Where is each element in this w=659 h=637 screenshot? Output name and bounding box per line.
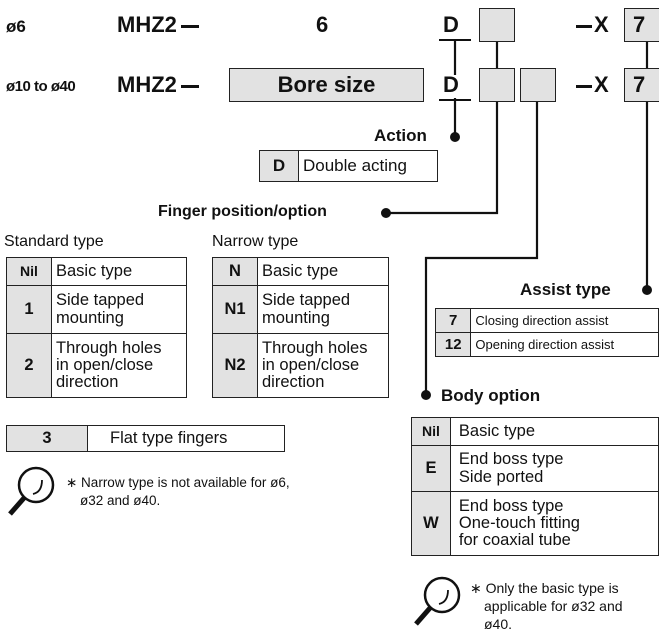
size-label-6: ø6 — [6, 17, 26, 36]
narrow-type-title: Narrow type — [212, 233, 299, 250]
action-code: D — [443, 72, 459, 97]
magnifier-icon — [8, 466, 55, 516]
body-option-note: ∗ Only the basic type is applicable for … — [470, 580, 623, 632]
assist-code-box: 7 — [624, 68, 659, 102]
model-code: MHZ2 — [117, 72, 199, 98]
body-option-title: Body option — [441, 386, 541, 405]
assist-code-box: 7 — [624, 8, 659, 42]
action-desc-cell: Double acting — [298, 150, 438, 182]
narrow-type-note: ∗ Narrow type is not available for ø6, ø… — [66, 475, 290, 508]
action-code: D — [443, 12, 459, 37]
finger-code-box — [479, 68, 515, 102]
assist-prefix: X — [576, 12, 609, 38]
magnifier-icon — [414, 576, 461, 626]
size-label-range: ø10 to ø40 — [6, 78, 76, 95]
body-option-box — [520, 68, 556, 102]
standard-type-title: Standard type — [4, 233, 104, 250]
bore-value: 6 — [316, 12, 329, 37]
assist-prefix: X — [576, 72, 609, 98]
finger-position-title: Finger position/option — [158, 203, 327, 220]
bore-size-box: Bore size — [229, 68, 424, 102]
action-title: Action — [374, 126, 427, 145]
action-code-cell: D — [259, 150, 299, 182]
model-code: MHZ2 — [117, 12, 199, 38]
finger-code-box — [479, 8, 515, 42]
assist-type-title: Assist type — [520, 280, 611, 299]
